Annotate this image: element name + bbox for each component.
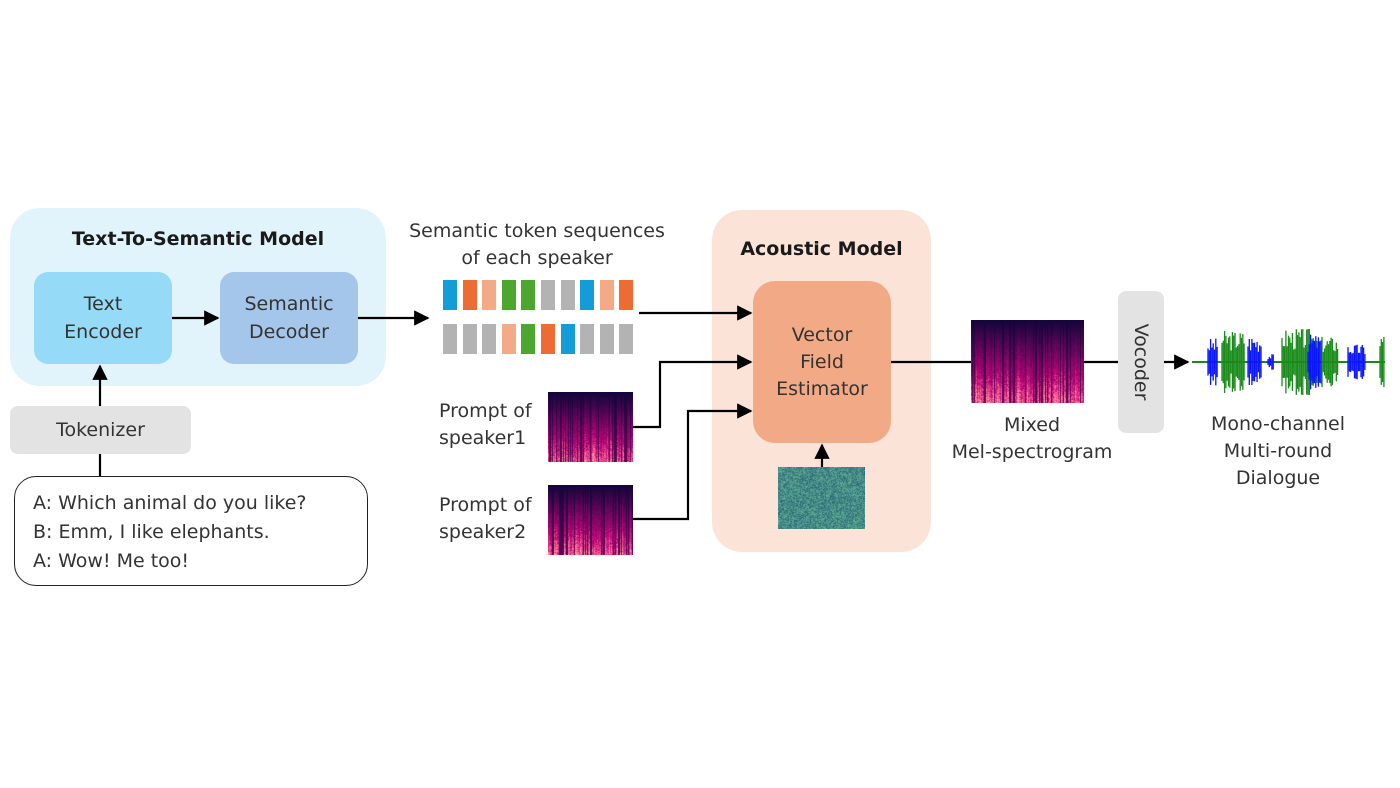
output-waveform	[1192, 329, 1385, 395]
arrow-prompt1-to-vfe	[633, 362, 751, 427]
